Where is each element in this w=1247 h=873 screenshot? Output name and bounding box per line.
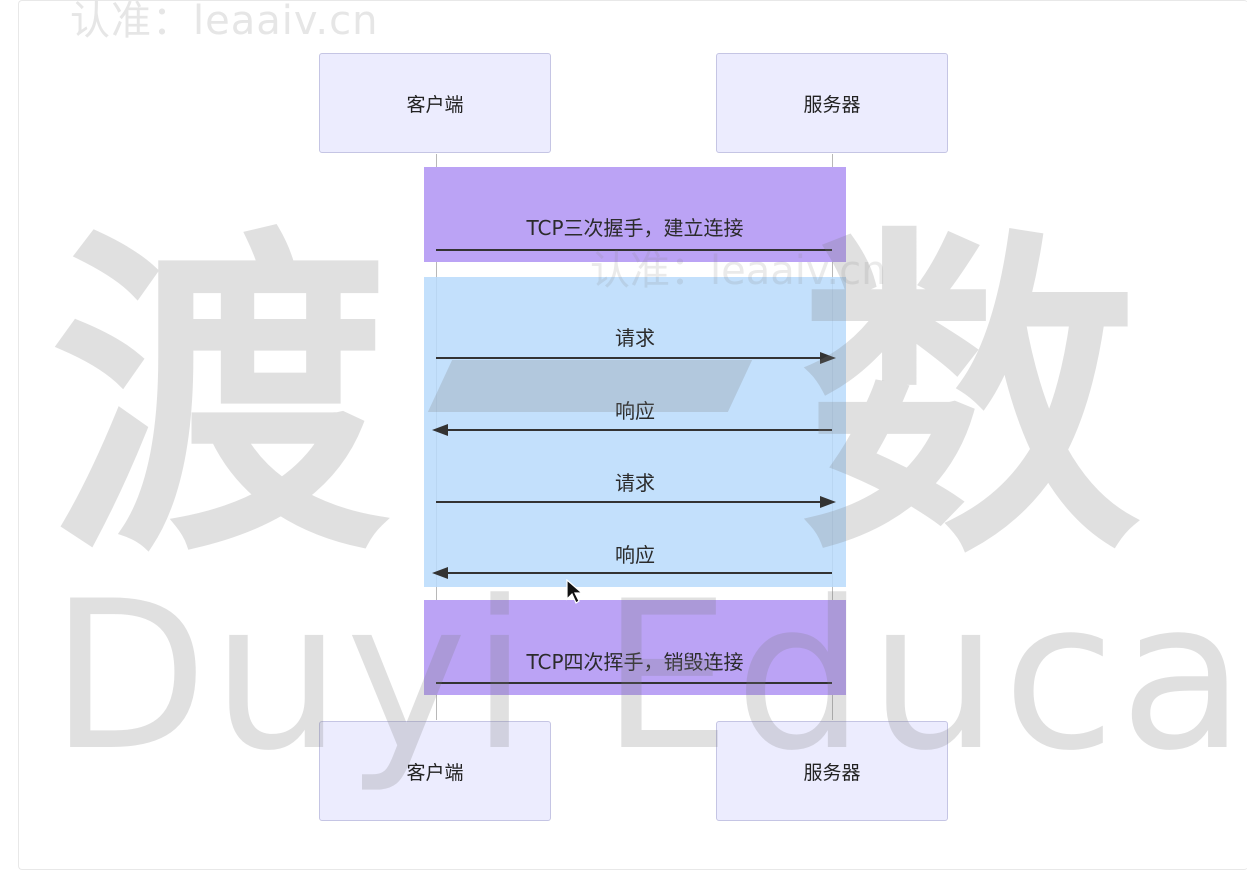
client-actor-bottom-label: 客户端: [406, 761, 464, 784]
watermark-mid-text: 认准：leaaiv.cn: [590, 248, 887, 294]
teardown-region: [424, 600, 846, 695]
handshake-label: TCP三次握手，建立连接: [526, 216, 744, 240]
server-actor-bottom: 服务器: [716, 721, 948, 821]
server-actor-top-label: 服务器: [803, 93, 861, 116]
message-label-1: 请求: [615, 326, 655, 350]
mouse-cursor-icon: [566, 579, 584, 604]
watermark-slash: [427, 360, 753, 412]
teardown-label: TCP四次挥手，销毁连接: [526, 650, 744, 674]
message-label-2: 响应: [615, 399, 655, 423]
message-label-4: 响应: [615, 543, 655, 567]
client-actor-top-label: 客户端: [406, 93, 464, 116]
client-actor-top: 客户端: [319, 53, 551, 153]
message-label-3: 请求: [615, 471, 655, 495]
server-actor-top: 服务器: [716, 53, 948, 153]
client-actor-bottom: 客户端: [319, 721, 551, 821]
server-actor-bottom-label: 服务器: [803, 761, 861, 784]
exchange-region: [424, 277, 846, 587]
handshake-region: [424, 167, 846, 262]
watermark-top-text: 认准：leaaiv.cn: [70, 0, 379, 44]
